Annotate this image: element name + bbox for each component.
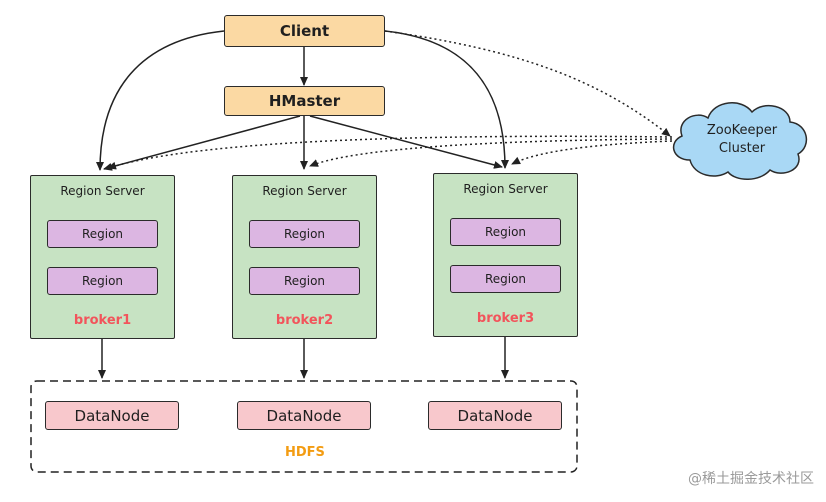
region-box: Region [47, 220, 158, 248]
region-label: Region [81, 227, 124, 241]
datanode-label: DataNode [74, 406, 150, 425]
region-box: Region [450, 218, 561, 246]
region-server-2: Region Server Region Region broker2 [232, 175, 377, 339]
region-server-title: Region Server [262, 184, 347, 198]
region-label: Region [283, 274, 326, 288]
region-box: Region [249, 220, 360, 248]
hmaster-node: HMaster [224, 86, 385, 116]
region-box: Region [47, 267, 158, 295]
region-label: Region [484, 272, 527, 286]
zookeeper-cloud [672, 102, 808, 180]
dotted-client-zookeeper [384, 30, 671, 137]
region-label: Region [81, 274, 124, 288]
datanode-2: DataNode [237, 401, 371, 430]
region-box: Region [249, 267, 360, 295]
region-server-title: Region Server [60, 184, 145, 198]
broker-label: broker3 [476, 311, 535, 326]
watermark: @稀土掘金技术社区 [688, 471, 814, 487]
arrow-client-server3 [384, 30, 509, 169]
dotted-zookeeper-server1 [107, 135, 673, 170]
region-box: Region [450, 265, 561, 293]
dotted-zookeeper-server2 [309, 138, 673, 167]
zookeeper-label: ZooKeeper Cluster [706, 123, 778, 156]
dotted-zookeeper-server3 [511, 140, 673, 165]
datanode-1: DataNode [45, 401, 179, 430]
client-node: Client [224, 15, 385, 47]
client-label: Client [279, 22, 330, 40]
arrow-hmaster-server3 [309, 115, 503, 169]
hdfs-label: HDFS [285, 445, 325, 460]
hmaster-label: HMaster [268, 92, 341, 110]
broker-label: broker2 [275, 313, 334, 328]
region-server-1: Region Server Region Region broker1 [30, 175, 175, 339]
arrow-hmaster-server1 [103, 115, 301, 171]
datanode-3: DataNode [428, 401, 562, 430]
region-server-title: Region Server [463, 182, 548, 196]
arrow-client-server1 [96, 30, 225, 171]
region-label: Region [484, 225, 527, 239]
broker-label: broker1 [73, 313, 132, 328]
region-label: Region [283, 227, 326, 241]
datanode-label: DataNode [457, 406, 533, 425]
hdfs-container [30, 380, 578, 473]
region-server-3: Region Server Region Region broker3 [433, 173, 578, 337]
datanode-label: DataNode [266, 406, 342, 425]
